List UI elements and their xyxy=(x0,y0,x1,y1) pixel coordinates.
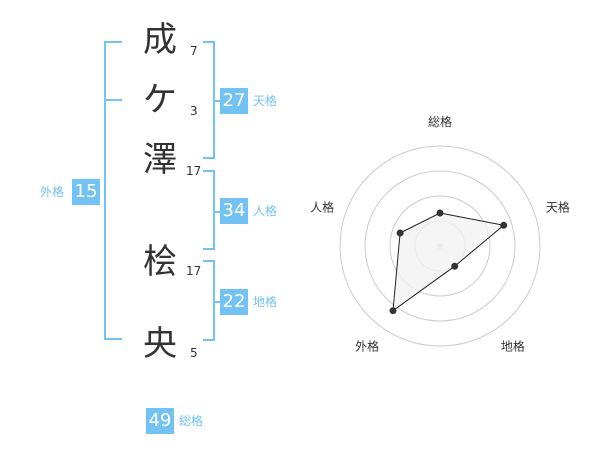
radar-grid-ring xyxy=(389,195,491,297)
stroke-count-2: 3 xyxy=(190,104,198,118)
name-char-2: ケ xyxy=(143,80,177,120)
gaikaku-value: 15 xyxy=(72,179,100,205)
stroke-count-3: 17 xyxy=(186,164,202,178)
chikaku-label: 地格 xyxy=(253,295,278,309)
jinkaku-label: 人格 xyxy=(253,204,278,218)
soukaku-value: 49 xyxy=(146,408,174,434)
radar-axis-label-1: 総格 xyxy=(428,114,452,129)
tenkaku-value: 27 xyxy=(220,88,248,114)
radar-point-2 xyxy=(500,221,508,229)
radar-axis-label-5: 人格 xyxy=(310,200,334,215)
soukaku-label: 総格 xyxy=(179,414,204,428)
gaikaku-bracket xyxy=(104,41,122,340)
chikaku-connector xyxy=(213,301,221,303)
radar-grid-ring xyxy=(339,145,541,347)
radar-axis-label-4: 外格 xyxy=(355,338,379,353)
jinkaku-connector xyxy=(213,211,221,213)
chikaku-bracket xyxy=(203,260,215,341)
tenkaku-connector xyxy=(213,100,221,102)
name-char-5: 央 xyxy=(143,324,177,364)
tenkaku-label: 天格 xyxy=(253,94,278,108)
radar-axis-label-3: 地格 xyxy=(501,338,525,353)
jinkaku-value: 34 xyxy=(220,198,248,224)
radar-axis-label-2: 天格 xyxy=(546,200,570,215)
gaikaku-label: 外格 xyxy=(40,185,65,199)
stroke-count-1: 7 xyxy=(190,44,198,58)
radar-series-area xyxy=(392,212,505,312)
chikaku-value: 22 xyxy=(220,289,248,315)
name-char-4: 桧 xyxy=(143,242,177,282)
radar-point-3 xyxy=(451,262,459,270)
stroke-count-5: 5 xyxy=(190,346,198,360)
stroke-count-4: 17 xyxy=(186,264,202,278)
radar-point-5 xyxy=(396,229,404,237)
radar-point-4 xyxy=(389,307,397,315)
radar-grid-ring xyxy=(364,170,516,322)
name-char-3: 澤 xyxy=(143,140,177,180)
gaikaku-bracket-tick xyxy=(104,99,122,101)
radar-point-1 xyxy=(436,209,444,217)
jinkaku-bracket xyxy=(203,170,215,250)
name-char-1: 成 xyxy=(143,20,177,60)
